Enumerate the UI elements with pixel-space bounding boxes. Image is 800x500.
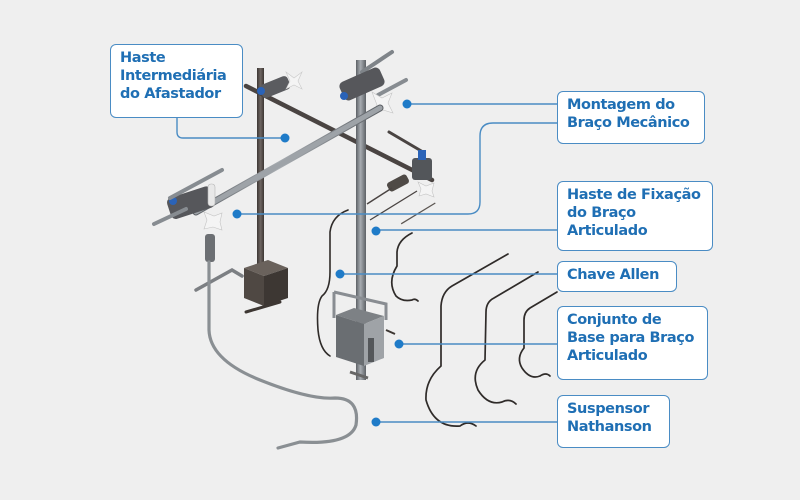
label-haste-intermediaria: Haste Intermediária do Afastador <box>110 44 243 118</box>
label-line: Intermediária <box>120 68 227 84</box>
leader-haste-intermediaria <box>176 118 285 139</box>
label-line: Haste <box>120 50 166 66</box>
articulated-arm <box>366 130 436 225</box>
left-hook-arm <box>194 267 244 292</box>
label-line: Braço Mecânico <box>567 115 690 131</box>
dot-suspensor <box>371 417 381 427</box>
retractor-blade-1 <box>390 232 419 302</box>
label-line: Haste de Fixação <box>567 187 701 203</box>
dot-montagem-braco <box>402 99 412 109</box>
leader-dots <box>232 99 412 427</box>
rear-vertical-post <box>257 68 264 268</box>
dot-haste-intermediaria <box>280 133 290 143</box>
label-line: Articulado <box>567 223 648 239</box>
label-haste-fixacao: Haste de Fixação do Braço Articulado <box>557 181 713 251</box>
left-base-clamp <box>244 260 288 314</box>
dot-conjunto-base <box>394 339 404 349</box>
dot-haste-fixacao <box>371 226 381 236</box>
label-line: do Afastador <box>120 86 221 102</box>
label-line: Montagem do <box>567 97 675 113</box>
label-line: Chave Allen <box>567 267 660 283</box>
label-conjunto-base: Conjunto de Base para Braço Articulado <box>557 306 708 380</box>
label-suspensor: Suspensor Nathanson <box>557 395 670 448</box>
label-line: Conjunto de <box>567 312 662 328</box>
label-line: Articulado <box>567 348 648 364</box>
retractor-blade-2 <box>425 253 509 427</box>
label-line: Suspensor <box>567 401 650 417</box>
dot-haste-fixacao-top <box>232 209 242 219</box>
retractor-blade-3 <box>474 271 539 405</box>
left-clamp <box>152 168 224 262</box>
label-chave-allen: Chave Allen <box>557 261 677 292</box>
main-vertical-post <box>356 60 366 380</box>
dot-chave-allen <box>335 269 345 279</box>
label-line: Base para Braço <box>567 330 695 346</box>
label-line: Nathanson <box>567 419 652 435</box>
allen-key-wire <box>316 209 349 357</box>
label-montagem-braco: Montagem do Braço Mecânico <box>557 91 705 144</box>
rear-clamp <box>257 71 303 98</box>
nathanson-suspensor-wire <box>207 260 359 450</box>
retractor-blade-4 <box>518 291 558 378</box>
leader-lines <box>176 103 557 423</box>
front-base-clamp <box>332 290 396 380</box>
surgical-retractor-artwork <box>152 50 558 450</box>
top-clamp <box>339 67 408 116</box>
leader-haste-fixacao-top <box>236 122 557 215</box>
label-line: do Braço <box>567 205 636 221</box>
